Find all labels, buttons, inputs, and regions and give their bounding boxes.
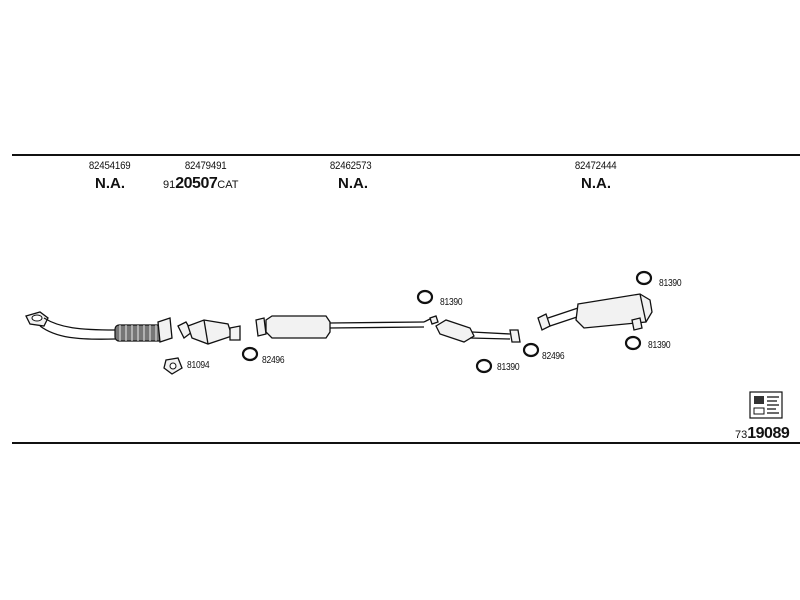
catalytic-converter [177,319,241,345]
catalyst-code-suffix: CAT [217,179,239,191]
catalyst-code-main: 20507 [175,175,218,192]
clamp-1 [241,346,259,362]
bottom-divider [12,442,800,444]
callout-gasket-front: 81094 [187,360,210,371]
part-number-front-pipe: 82454169 [88,160,131,172]
rubber-ring-3 [635,270,653,286]
callout-ring-4: 81390 [648,340,671,351]
rubber-ring-2 [475,358,493,374]
callout-ring-2: 81390 [497,362,520,373]
intermediate-pipe [423,315,521,343]
callout-ring-3: 81390 [659,278,682,289]
status-middle-silencer: N.A. [338,175,368,192]
part-number-middle-silencer: 82462573 [329,160,372,172]
rubber-ring-1 [416,289,434,305]
callout-clamp-1: 82496 [262,355,285,366]
rubber-ring-4 [624,335,642,351]
exhaust-catalog-icon [749,391,783,419]
diagram-code-main: 19089 [747,425,790,442]
catalyst-code-prefix: 91 [163,179,176,191]
top-divider [12,154,800,156]
middle-silencer [255,315,425,339]
callout-ring-1: 81390 [440,297,463,308]
part-number-catalyst: 82479491 [184,160,227,172]
catalyst-code: 9120507CAT [163,175,238,193]
diagram-code-prefix: 73 [735,429,748,441]
rear-silencer [537,293,653,331]
callout-clamp-2: 82496 [542,351,565,362]
clamp-2 [522,342,540,358]
status-rear-silencer: N.A. [581,175,611,192]
diagram-code: 7319089 [735,425,790,443]
status-front-pipe: N.A. [95,175,125,192]
part-number-rear-silencer: 82472444 [574,160,617,172]
gasket-front [163,357,183,375]
front-pipe [25,311,173,343]
